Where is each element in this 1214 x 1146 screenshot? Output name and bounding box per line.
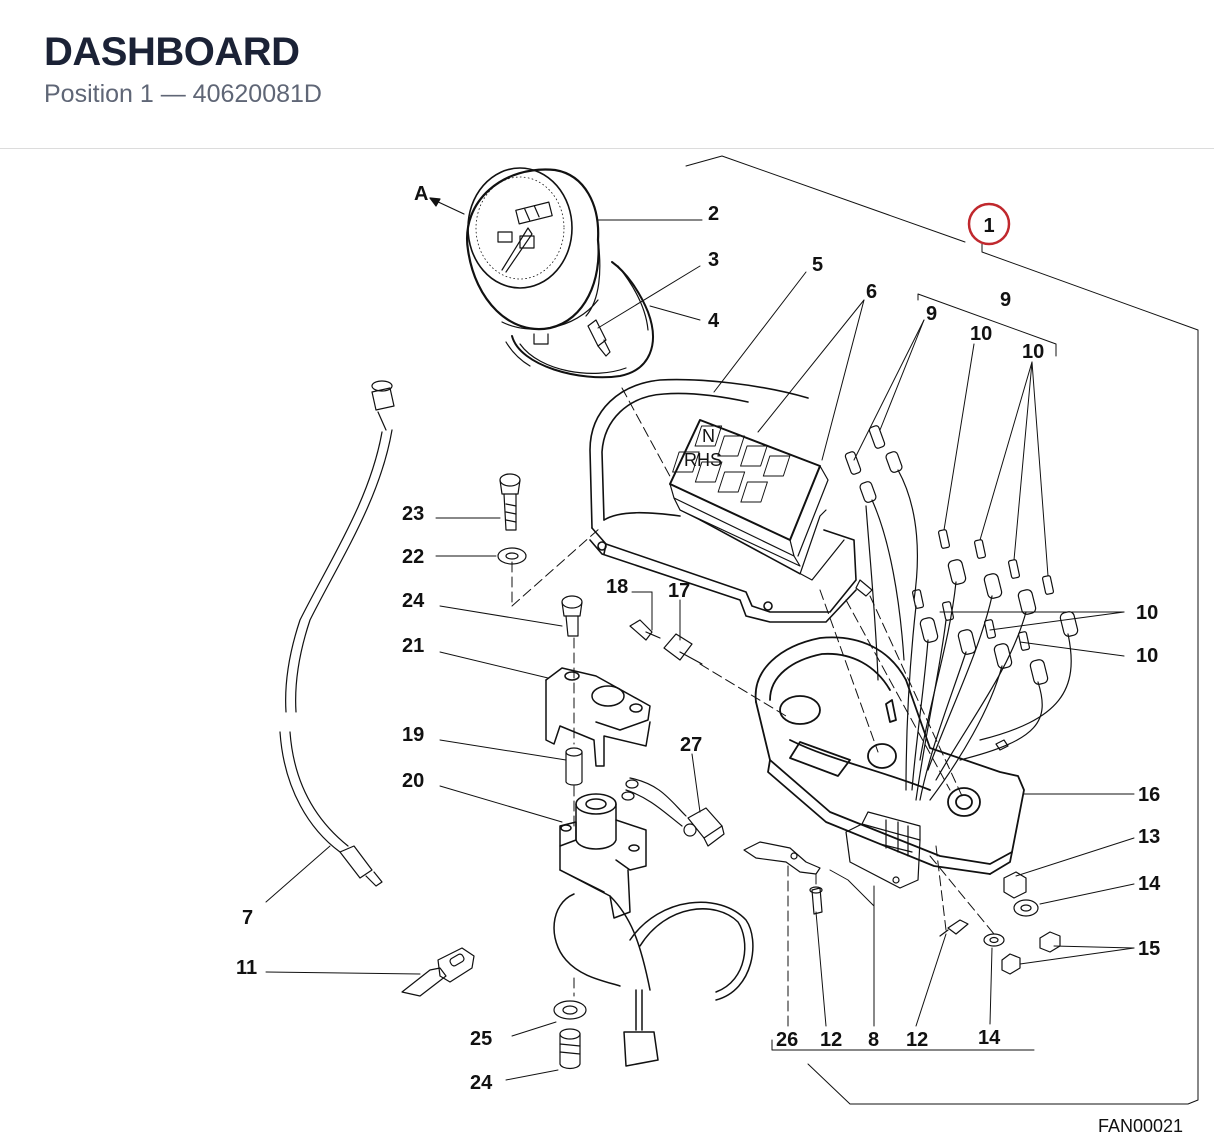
callout-21: 21: [402, 635, 424, 657]
view-a-label: A: [414, 183, 428, 205]
callout-24: 24: [470, 1072, 493, 1094]
position-marker: 1: [967, 202, 1011, 246]
callout-24: 24: [402, 590, 425, 612]
page-subtitle: Position 1 — 40620081D: [44, 80, 322, 108]
left-fasteners: [497, 473, 703, 665]
callout-17: 17: [668, 580, 690, 602]
callout-10: 10: [1136, 645, 1158, 667]
speedometer-cable: [279, 380, 395, 887]
earth-plate: [743, 841, 823, 915]
callout-3: 3: [708, 249, 719, 271]
callout-19: 19: [402, 724, 424, 746]
callout-10: 10: [1136, 602, 1158, 624]
callout-11: 11: [236, 957, 257, 979]
callout-14: 14: [1138, 873, 1161, 895]
bottom-fasteners: [553, 1000, 587, 1070]
callout-6: 6: [866, 281, 877, 303]
callout-4: 4: [708, 310, 720, 332]
callout-2: 2: [708, 203, 719, 225]
indicator-neutral-label: N: [702, 426, 715, 446]
harness-connector: [845, 811, 921, 889]
assembly-dashed-lines: [511, 387, 995, 1031]
ignition-switch-bracket: [545, 667, 651, 767]
callout-10: 10: [1022, 341, 1044, 363]
position-marker-label: 1: [983, 215, 994, 237]
callout-15: 15: [1138, 938, 1160, 960]
leader-lines: [265, 219, 1135, 1081]
callout-27: 27: [680, 734, 702, 756]
callout-12: 12: [906, 1029, 928, 1051]
view-a-arrow: [429, 197, 465, 215]
figure-code: FAN00021: [1098, 1116, 1183, 1136]
instrument-mounting-bracket: [589, 378, 857, 623]
callout-23: 23: [402, 503, 424, 525]
page-title: DASHBOARD: [44, 30, 300, 74]
callout-13: 13: [1138, 826, 1160, 848]
callout-9: 9: [926, 303, 937, 325]
callout-22: 22: [402, 546, 424, 568]
callout-labels: 2 3 4 5 6 9 9 10 10 10 10 23 22 24 18 17…: [236, 203, 1161, 1094]
callout-7: 7: [242, 907, 253, 929]
callout-14: 14: [978, 1027, 1001, 1049]
instrument-shell: [754, 636, 1025, 875]
warning-light-cluster: [669, 419, 845, 581]
callout-8: 8: [868, 1029, 879, 1051]
speedometer: [465, 167, 654, 379]
plug-connector: [621, 777, 725, 847]
bulb-holders: [844, 425, 1079, 801]
ignition-key: [401, 947, 475, 997]
callout-10: 10: [970, 323, 992, 345]
callout-26: 26: [776, 1029, 798, 1051]
page-header: DASHBOARD Position 1 — 40620081D: [0, 0, 1214, 149]
callout-16: 16: [1138, 784, 1160, 806]
small-fasteners: [939, 871, 1061, 975]
assembly-bracket-lines: [685, 155, 1199, 1105]
callout-9: 9: [1000, 289, 1011, 311]
callout-20: 20: [402, 770, 424, 792]
indicator-high-beam-label: RHS: [684, 450, 722, 470]
callout-5: 5: [812, 254, 823, 276]
callout-12: 12: [820, 1029, 842, 1051]
spacer: [565, 747, 583, 786]
callout-18: 18: [606, 576, 628, 598]
callout-25: 25: [470, 1028, 492, 1050]
ignition-switch: [553, 793, 754, 1067]
